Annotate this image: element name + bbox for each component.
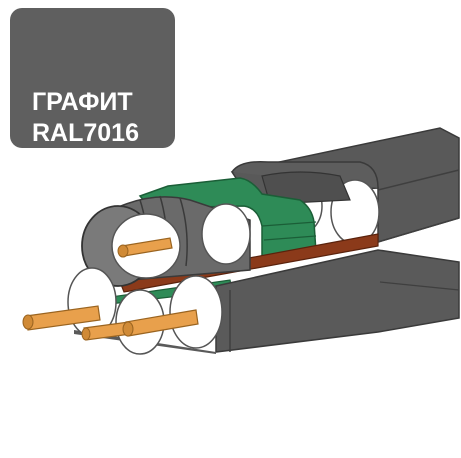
color-badge: ГРАФИТ RAL7016 (10, 8, 175, 148)
corrugated-cable (81, 195, 251, 287)
lower-cables (22, 267, 223, 355)
color-name-text: ГРАФИТ (32, 88, 133, 116)
color-code-text: RAL7016 (32, 119, 139, 147)
